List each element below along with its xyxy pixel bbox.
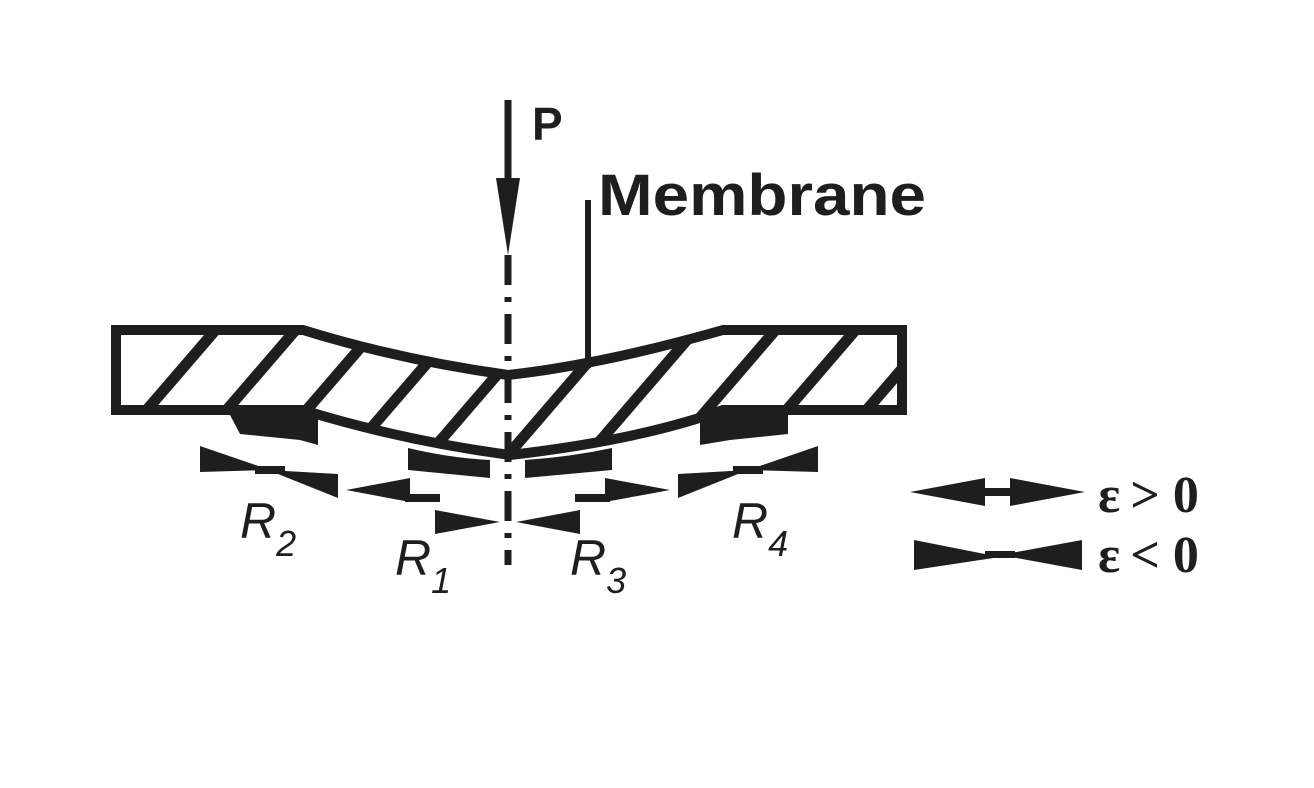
resistor-label-r2: R2 <box>240 493 296 564</box>
resistor-label-r3: R3 <box>570 530 626 601</box>
membrane-hatching <box>116 330 902 455</box>
legend-compression-text: ε< 0 <box>1098 527 1199 584</box>
legend-compression-row: ε< 0 <box>914 527 1199 584</box>
indicator-r4-compression <box>678 446 818 498</box>
membrane-label: Membrane <box>598 163 926 228</box>
indicator-r3-tension <box>516 478 670 534</box>
gauge-r4 <box>700 410 788 445</box>
indicator-r2-compression <box>200 446 338 498</box>
double-arrow-outward-icon <box>910 478 1085 506</box>
membrane-body <box>111 325 907 461</box>
gauge-r2 <box>230 410 318 445</box>
resistor-labels: R2 R1 R3 R4 <box>240 493 788 601</box>
membrane-outline <box>111 325 907 461</box>
gauge-r3 <box>525 448 612 478</box>
legend-tension-row: ε> 0 <box>910 467 1199 524</box>
double-arrow-inward-icon <box>914 540 1082 570</box>
resistor-label-r4: R4 <box>732 493 788 564</box>
gauge-r1 <box>408 448 490 478</box>
force-arrow <box>496 100 520 255</box>
arrow-down-icon <box>496 178 520 255</box>
legend-tension-text: ε> 0 <box>1098 467 1199 524</box>
force-label: P <box>532 98 563 150</box>
indicator-r1-tension <box>346 478 500 534</box>
strain-gauges <box>230 410 788 478</box>
strain-indicators <box>200 446 818 534</box>
resistor-label-r1: R1 <box>395 530 451 601</box>
legend: ε> 0 ε< 0 <box>910 467 1199 584</box>
